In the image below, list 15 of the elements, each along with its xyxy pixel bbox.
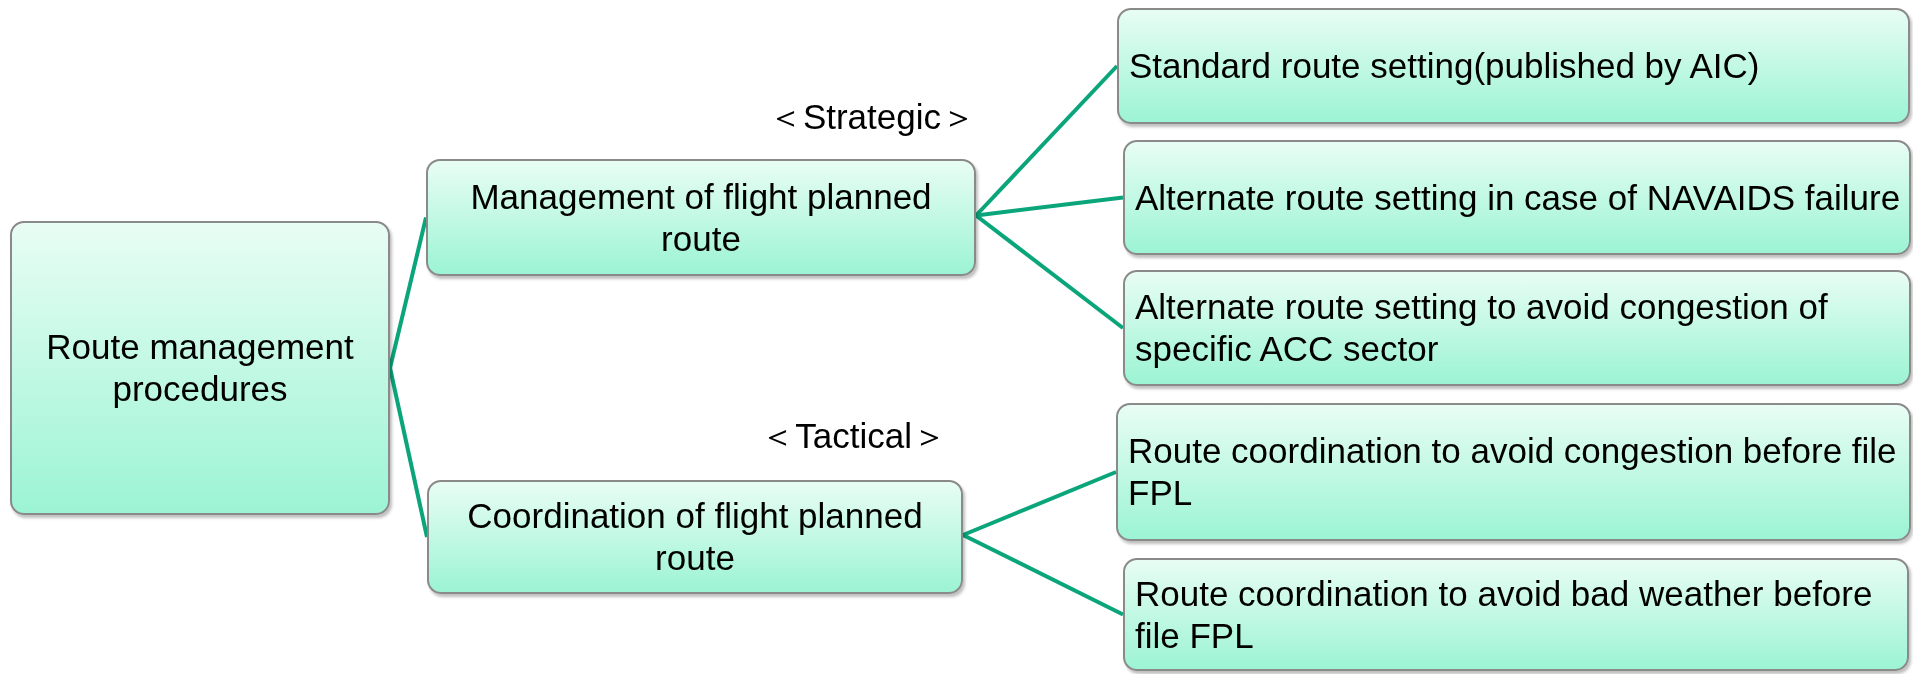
connector-line	[962, 470, 1117, 537]
connector-line	[975, 195, 1124, 218]
category-box: Management of flight planned route	[426, 159, 976, 276]
root-box: Route management procedures	[10, 221, 390, 515]
procedure-box: Route coordination to avoid congestion before file FPL	[1116, 403, 1911, 541]
procedure-box: Alternate route setting in case of NAVAIDS failure	[1123, 140, 1911, 255]
procedure-box: Alternate route setting to avoid congestion of specific ACC sector	[1123, 270, 1911, 386]
procedure-box: Route coordination to avoid bad weather before file FPL	[1123, 558, 1909, 671]
category-label: ＜Tactical＞	[760, 415, 947, 457]
category-box: Coordination of flight planned route	[427, 480, 963, 594]
connector-line	[388, 217, 428, 369]
category-label: ＜Strategic＞	[767, 96, 976, 138]
connector-line	[962, 533, 1124, 617]
connector-line	[388, 367, 429, 538]
procedure-box: Standard route setting(published by AIC)	[1117, 8, 1910, 124]
